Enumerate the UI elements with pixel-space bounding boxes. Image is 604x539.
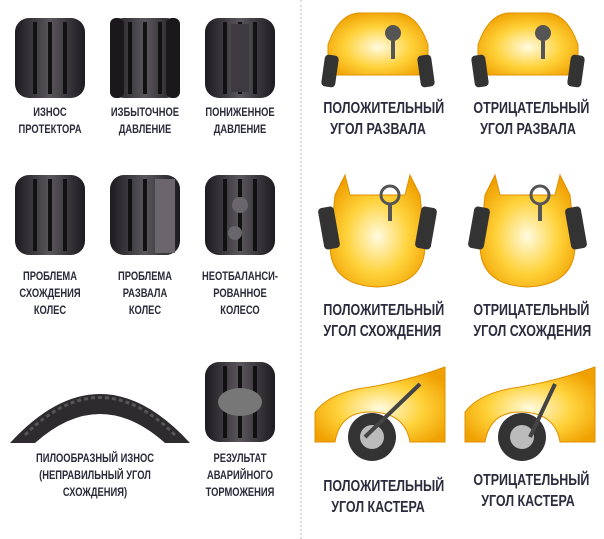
- label-line: УГОЛ СХОЖДЕНИЯ: [473, 323, 592, 340]
- tire-label: ПРОБЛЕМА РАЗВАЛА КОЛЕС: [106, 268, 184, 319]
- label-line: РОВАННОЕ: [213, 286, 267, 300]
- car-label: ОТРИЦАТЕЛЬНЫЙ УГОЛ РАЗВАЛА: [473, 98, 590, 140]
- label-line: ПОЛОЖИТЕЛЬНЫЙ: [323, 100, 445, 117]
- label-line: ОТРИЦАТЕЛЬНЫЙ: [473, 472, 590, 489]
- label-line: ИЗБЫТОЧНОЕ: [110, 105, 180, 119]
- car-negative-toe-image: [468, 173, 587, 288]
- label-line: КОЛЕС: [128, 303, 162, 317]
- car-label: ОТРИЦАТЕЛЬНЫЙ УГОЛ СХОЖДЕНИЯ: [473, 300, 592, 342]
- tire-label: ИЗБЫТОЧНОЕ ДАВЛЕНИЕ: [106, 104, 184, 138]
- label-line: СХОЖДЕНИЯ): [62, 485, 128, 499]
- car-label: ПОЛОЖИТЕЛЬНЫЙ УГОЛ РАЗВАЛА: [323, 98, 445, 140]
- label-line: ОТРИЦАТЕЛЬНЫЙ: [473, 302, 590, 319]
- label-line: (НЕПРАВИЛЬНЫЙ УГОЛ: [39, 468, 151, 482]
- tire-emergency-braking-image: [205, 362, 275, 442]
- tire-sawtooth-wear-image: [10, 394, 190, 443]
- label-line: РАЗВАЛА: [122, 286, 168, 300]
- label-line: ПИЛООБРАЗНЫЙ ИЗНОС: [36, 451, 154, 465]
- car-label: ПОЛОЖИТЕЛЬНЫЙ УГОЛ СХОЖДЕНИЯ: [323, 300, 445, 342]
- label-line: ТОРМОЖЕНИЯ: [205, 485, 275, 499]
- car-positive-camber-image: [321, 12, 435, 88]
- label-line: УГОЛ РАЗВАЛА: [330, 121, 426, 138]
- label-line: ПРОБЛЕМА: [118, 269, 172, 283]
- car-negative-camber-image: [471, 12, 585, 88]
- label-line: КОЛЕС: [33, 303, 67, 317]
- label-line: КОЛЕСО: [220, 303, 260, 317]
- label-line: ПРОТЕКТОРА: [18, 122, 82, 136]
- label-line: ИЗНОС: [33, 105, 67, 119]
- tire-label: ПИЛООБРАЗНЫЙ ИЗНОС (НЕПРАВИЛЬНЫЙ УГОЛ СХОЖ…: [25, 450, 165, 501]
- car-positive-toe-image: [318, 173, 437, 288]
- tire-underinflation-image: [205, 18, 275, 98]
- label-line: УГОЛ КАСТЕРА: [331, 499, 425, 516]
- tire-label: ИЗНОС ПРОТЕКТОРА: [11, 104, 89, 138]
- car-negative-caster-image: [464, 366, 596, 461]
- label-line: ПОЛОЖИТЕЛЬНЫЙ: [323, 302, 445, 319]
- tire-toe-problem-image: [15, 175, 85, 255]
- label-line: ДАВЛЕНИЕ: [118, 122, 172, 136]
- label-line: ПОЛОЖИТЕЛЬНЫЙ: [323, 478, 445, 495]
- label-line: ОТРИЦАТЕЛЬНЫЙ: [473, 100, 590, 117]
- label-line: УГОЛ РАЗВАЛА: [480, 121, 576, 138]
- tire-unbalanced-image: [205, 175, 275, 255]
- tire-label: ПОНИЖЕННОЕ ДАВЛЕНИЕ: [201, 104, 279, 138]
- car-label: ОТРИЦАТЕЛЬНЫЙ УГОЛ КАСТЕРА: [473, 470, 590, 512]
- car-positive-caster-image: [314, 366, 446, 461]
- label-line: УГОЛ СХОЖДЕНИЯ: [323, 323, 442, 340]
- car-label: ПОЛОЖИТЕЛЬНЫЙ УГОЛ КАСТЕРА: [323, 476, 445, 518]
- tire-label: ПРОБЛЕМА СХОЖДЕНИЯ КОЛЕС: [11, 268, 89, 319]
- tire-label: НЕОТБАЛАНСИ- РОВАННОЕ КОЛЕСО: [201, 268, 279, 319]
- label-line: АВАРИЙНОГО: [206, 468, 274, 482]
- tire-label: РЕЗУЛЬТАТ АВАРИЙНОГО ТОРМОЖЕНИЯ: [201, 450, 279, 501]
- tire-camber-problem-image: [110, 175, 180, 255]
- label-line: СХОЖДЕНИЯ: [19, 286, 81, 300]
- label-line: УГОЛ КАСТЕРА: [481, 493, 575, 510]
- label-line: РЕЗУЛЬТАТ: [213, 451, 267, 465]
- label-line: ПОНИЖЕННОЕ: [205, 105, 275, 119]
- label-line: ПРОБЛЕМА: [23, 269, 77, 283]
- tire-tread-wear-image: [15, 18, 85, 98]
- label-line: НЕОТБАЛАНСИ-: [202, 269, 278, 283]
- label-line: ДАВЛЕНИЕ: [213, 122, 267, 136]
- divider: [300, 0, 302, 539]
- tire-overinflation-image: [110, 18, 180, 98]
